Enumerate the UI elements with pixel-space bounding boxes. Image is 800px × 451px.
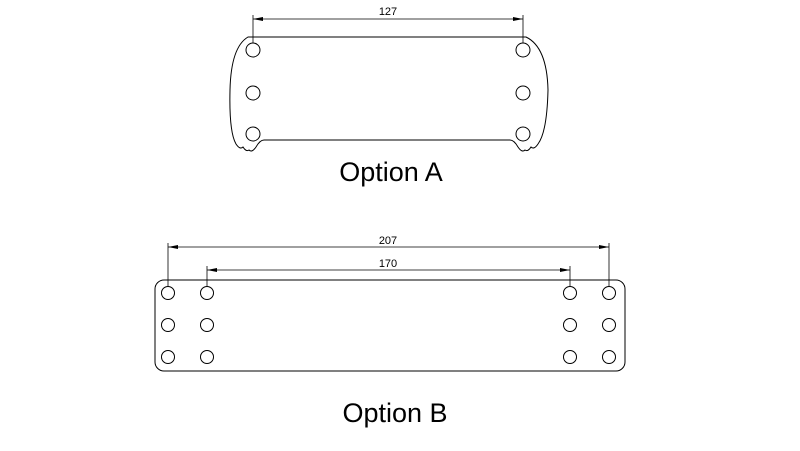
option-b-hole <box>602 318 616 332</box>
option-b-hole <box>602 286 616 300</box>
option-b-hole <box>161 350 175 364</box>
option-b-caption: Option B <box>342 398 447 428</box>
option-b-hole <box>161 318 175 332</box>
option-b-hole <box>602 350 616 364</box>
option-a-hole <box>515 85 531 101</box>
option-a-hole <box>515 126 531 142</box>
option-b-inner-dimension-label: 170 <box>379 258 397 270</box>
option-b-hole <box>200 350 214 364</box>
option-b-hole <box>563 350 577 364</box>
option-b-hole <box>200 318 214 332</box>
option-b-hole <box>200 286 214 300</box>
option-a-arrow-right <box>513 17 523 21</box>
option-a-arrow-left <box>253 17 263 21</box>
option-b-hole <box>161 286 175 300</box>
option-b-inner-arrow-left <box>207 268 217 272</box>
option-b-group: 207 170 Option B <box>154 235 626 428</box>
option-a-caption: Option A <box>339 157 443 187</box>
option-b-hole <box>563 286 577 300</box>
option-a-hole <box>245 126 261 142</box>
option-b-outer-arrow-left <box>168 245 178 249</box>
option-a-group: 127 Option A <box>229 6 549 187</box>
option-b-inner-arrow-right <box>560 268 570 272</box>
option-a-dimension-label: 127 <box>379 6 397 18</box>
option-b-plate-outline <box>154 279 626 372</box>
option-b-outer-arrow-right <box>599 245 609 249</box>
option-a-hole <box>245 85 261 101</box>
option-b-outer-dimension-label: 207 <box>379 235 397 247</box>
option-b-hole <box>563 318 577 332</box>
option-a-plate-outline <box>229 36 549 152</box>
